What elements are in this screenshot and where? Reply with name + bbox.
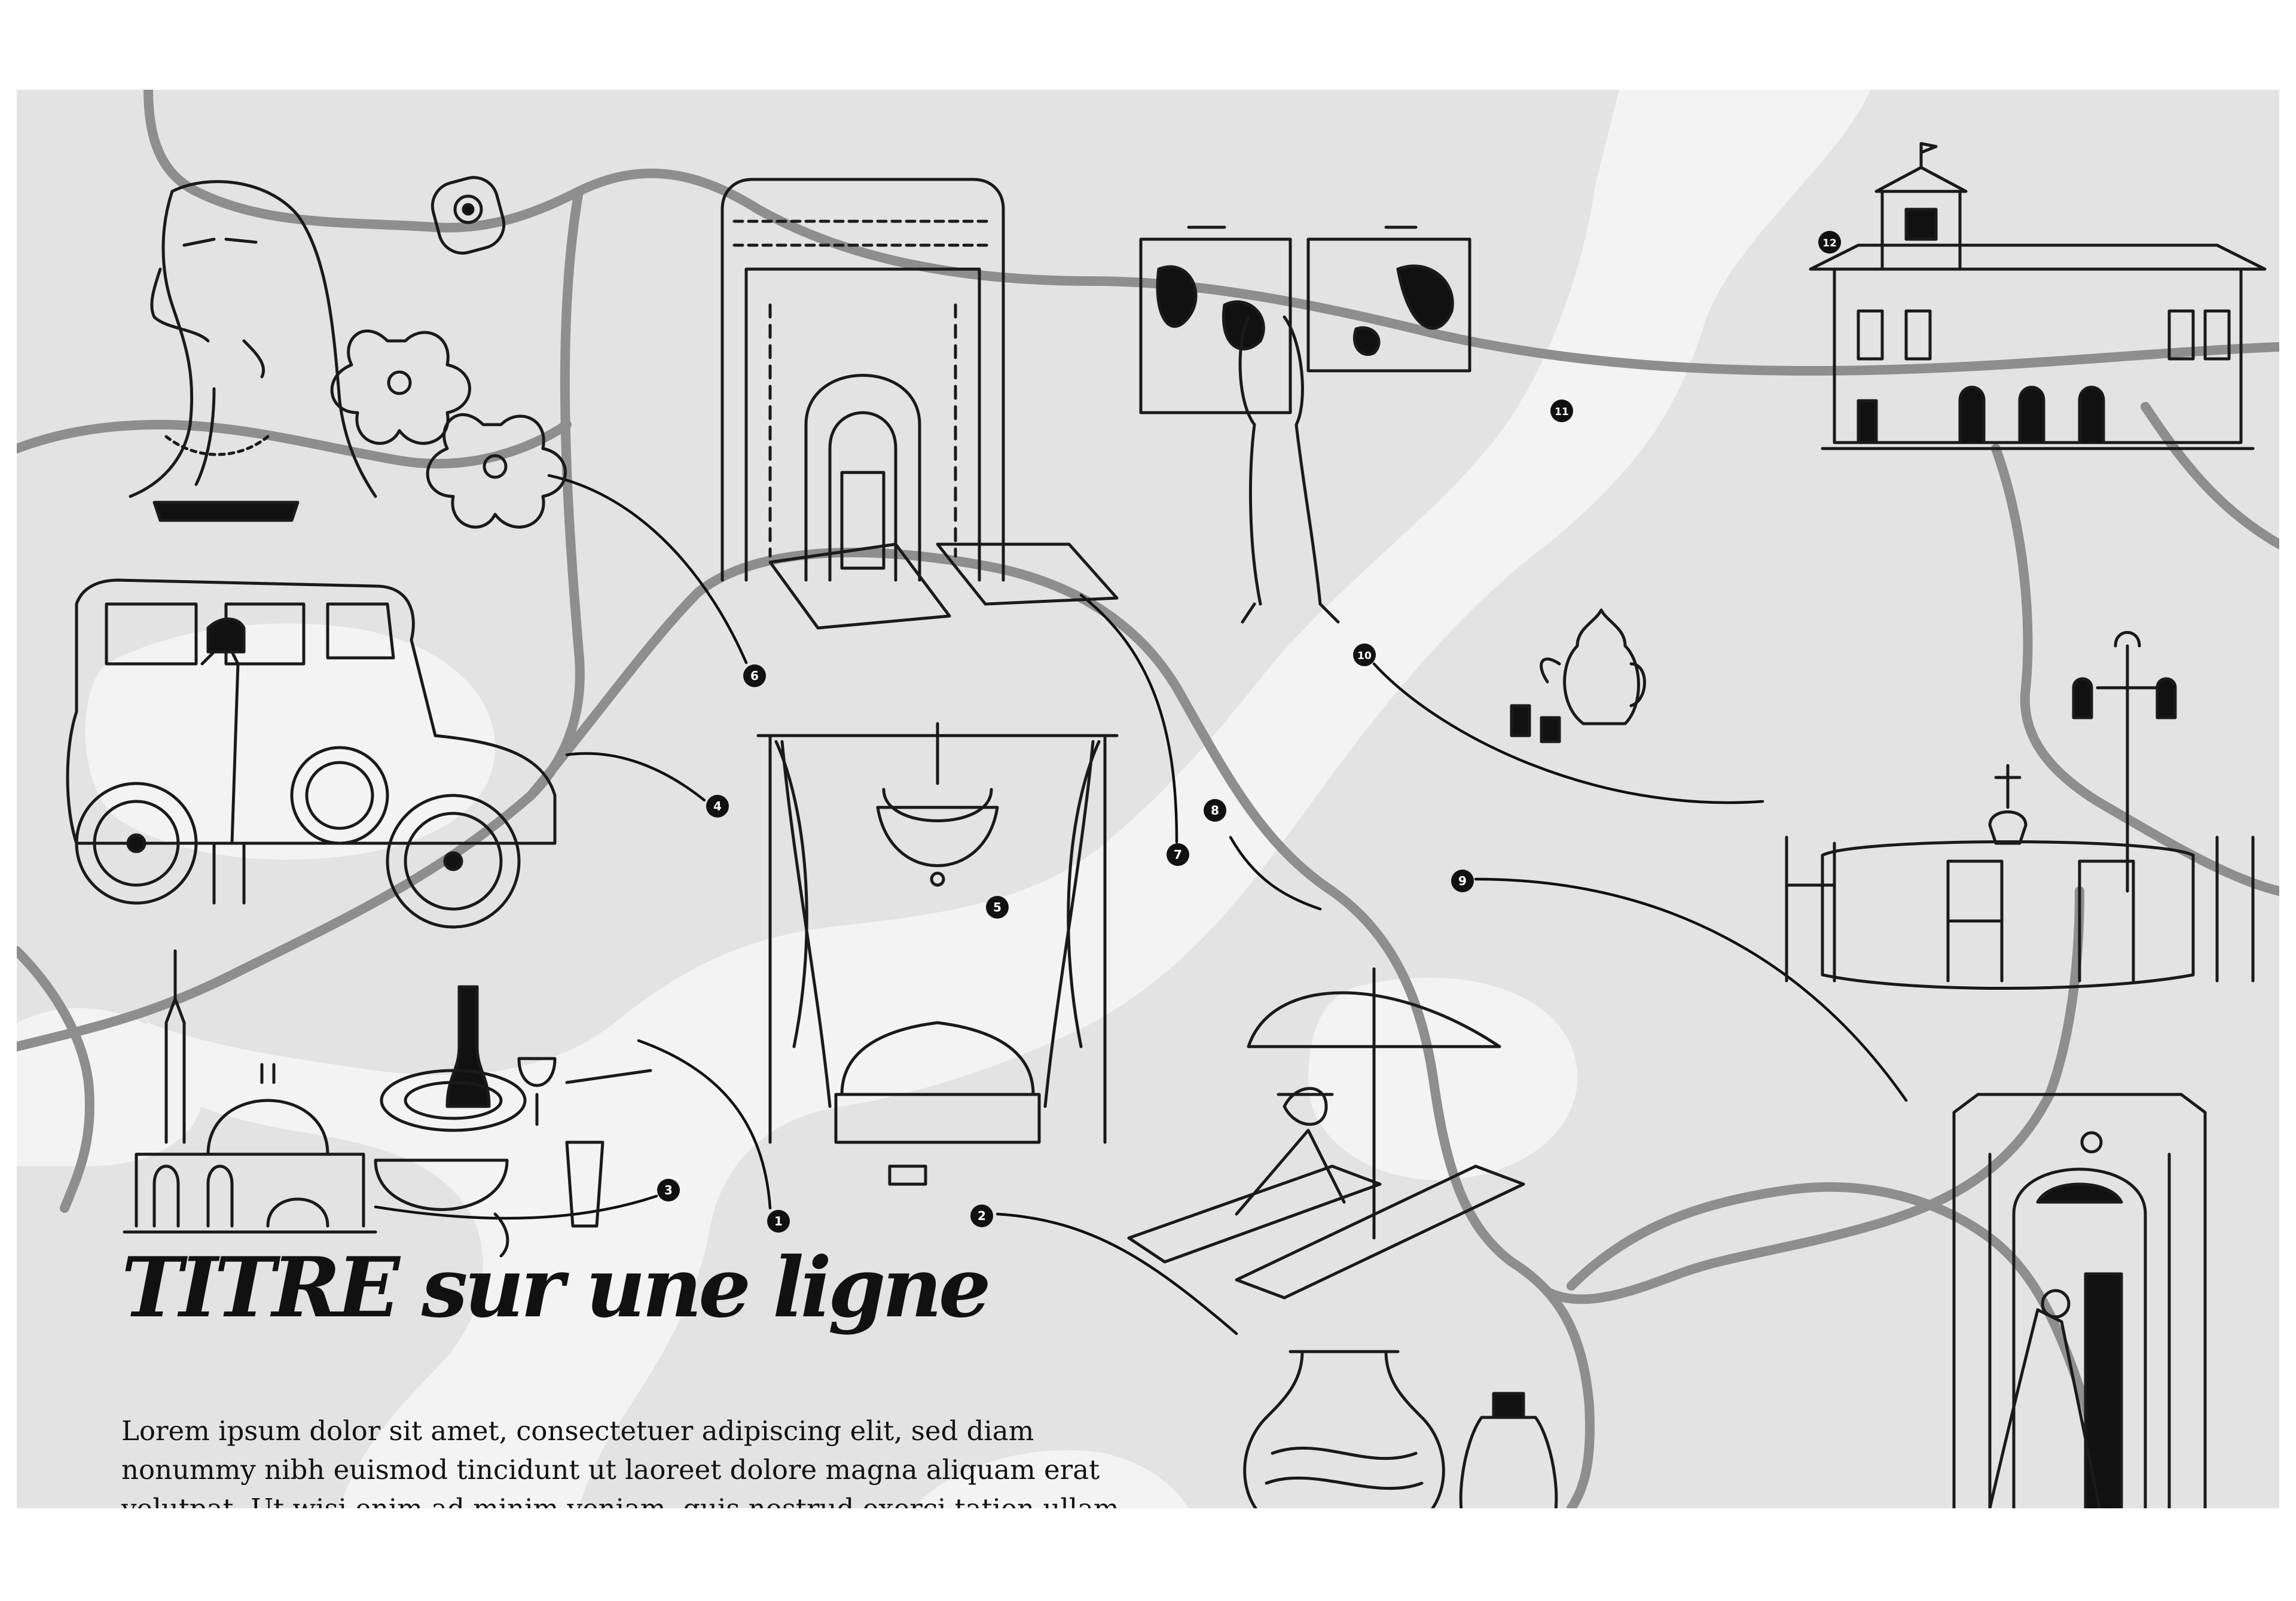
description-line: volutpat. Ut wisi enim ad minim veniam, … — [121, 1489, 1186, 1508]
map-marker-12[interactable]: 12 — [1818, 231, 1841, 254]
map-marker-11[interactable]: 11 — [1550, 400, 1573, 422]
map-markers: 1 2 3 4 5 6 7 8 9 10 11 12 — [657, 231, 1841, 1233]
ring-illustration — [430, 176, 506, 255]
svg-text:12: 12 — [1822, 237, 1837, 249]
svg-text:8: 8 — [1211, 803, 1219, 818]
svg-text:4: 4 — [713, 799, 722, 813]
map-marker-5[interactable]: 5 — [986, 896, 1009, 919]
map-marker-3[interactable]: 3 — [657, 1179, 680, 1201]
map-marker-4[interactable]: 4 — [706, 795, 729, 818]
dining-table-illustration — [1785, 764, 2255, 990]
connector-lines — [374, 474, 1908, 1335]
svg-text:7: 7 — [1174, 847, 1182, 862]
illustrations — [66, 142, 2267, 1508]
coffee-pot-illustration — [1510, 608, 1646, 743]
map-panel: 1 2 3 4 5 6 7 8 9 10 11 12 TITRE sur une… — [17, 90, 2279, 1508]
svg-text:1: 1 — [774, 1214, 783, 1228]
mosque-illustration — [123, 949, 377, 1234]
vintage-car-illustration — [66, 578, 557, 929]
meal-illustration — [374, 985, 652, 1258]
wedding-doorway-illustration — [1952, 1093, 2207, 1508]
map-canvas: 1 2 3 4 5 6 7 8 9 10 11 12 — [17, 90, 2279, 1508]
map-marker-2[interactable]: 2 — [970, 1204, 993, 1227]
connector-2 — [996, 1212, 1238, 1335]
street-lamp-illustration — [2072, 631, 2177, 893]
connector-4 — [565, 752, 706, 802]
description-line: nonummy nibh euismod tincidunt ut laoree… — [121, 1454, 1100, 1486]
svg-text:3: 3 — [664, 1183, 673, 1197]
connector-10 — [1372, 662, 1764, 804]
map-marker-10[interactable]: 10 — [1353, 644, 1376, 666]
arch-gate-illustration — [720, 178, 1119, 630]
svg-text:2: 2 — [978, 1209, 986, 1223]
connector-9 — [1474, 877, 1908, 1102]
chandelier-sofa-illustration — [756, 722, 1119, 1186]
connector-1 — [637, 1039, 772, 1210]
villa-illustration — [1809, 142, 2267, 450]
map-marker-9[interactable]: 9 — [1451, 870, 1474, 892]
svg-text:10: 10 — [1357, 650, 1372, 662]
map-marker-8[interactable]: 8 — [1204, 799, 1226, 822]
sunbathing-illustration — [1127, 967, 1525, 1300]
connector-8 — [1229, 835, 1322, 911]
connector-3 — [374, 1194, 658, 1220]
map-description: Lorem ipsum dolor sit amet, consectetuer… — [121, 1411, 1186, 1508]
svg-text:5: 5 — [993, 900, 1002, 914]
map-title: TITRE sur une ligne — [121, 1239, 991, 1336]
connector-6 — [547, 474, 748, 664]
flowers-illustration — [330, 329, 567, 529]
svg-text:11: 11 — [1555, 406, 1569, 418]
svg-text:6: 6 — [750, 669, 759, 683]
description-line: Lorem ipsum dolor sit amet, consectetuer… — [121, 1415, 1034, 1447]
gallery-artworks-illustration — [1139, 225, 1471, 624]
light-zones — [17, 90, 1870, 1508]
map-marker-7[interactable]: 7 — [1167, 843, 1189, 866]
woman-portrait-illustration — [129, 180, 377, 522]
svg-text:9: 9 — [1458, 874, 1467, 888]
map-marker-1[interactable]: 1 — [767, 1210, 790, 1233]
vases-illustration — [1243, 1350, 1558, 1508]
map-marker-6[interactable]: 6 — [743, 664, 766, 687]
connector-7 — [1079, 593, 1178, 844]
